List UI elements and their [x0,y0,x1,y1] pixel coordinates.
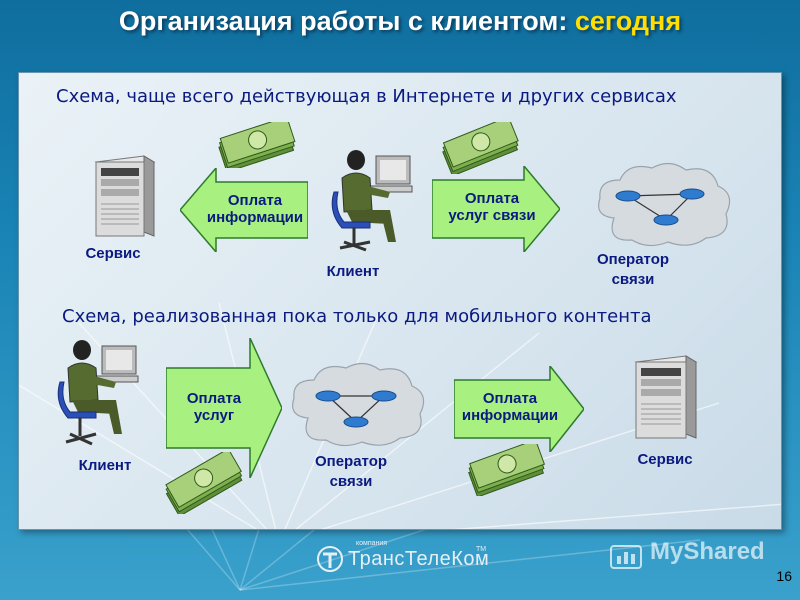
scheme1-client-label: Клиент [326,263,380,280]
scheme2-operator-label: Оператор связи [296,452,406,492]
scheme2-heading: Схема, реализованная пока только для моб… [62,306,652,327]
ttk-logo-icon [316,544,344,574]
logo-company-text: компания [356,540,388,547]
arrow-label-line2: информации [206,209,304,226]
network-cloud-icon [288,358,428,450]
client-user-icon [56,338,146,450]
network-cloud-icon [594,158,734,250]
title-main-text: Организация работы с клиентом: [118,6,575,36]
slide-title: Организация работы с клиентом: сегодня [0,6,800,37]
scheme2-service-label: Сервис [637,451,693,468]
page-number: 16 [776,568,792,584]
operator-label-line2: связи [611,271,655,288]
client-user-icon [330,148,420,256]
arrow-label-line1: Оплата [186,390,242,407]
server-icon [92,152,158,240]
money-icon [160,448,246,517]
operator-label-line1: Оператор [314,453,388,470]
arrow-label-line1: Оплата [482,390,538,407]
content-panel [18,72,782,530]
arrow-label-line1: Оплата [227,192,283,209]
payment-services-arrow: Оплата услуг [166,338,282,478]
money-icon [464,439,546,498]
arrow-label-line1: Оплата [464,190,520,207]
scheme2-client-label: Клиент [78,457,132,474]
logo-tm: TM [476,546,487,553]
arrow-label-line2: информации [461,407,559,424]
myshared-logo-icon [608,540,644,574]
money-icon [214,116,296,173]
logo-text: ТрансТелеКом [348,548,490,570]
arrow-label-line2: услуг [193,407,235,424]
scheme1-operator-label: Оператор связи [578,250,688,290]
operator-label-line1: Оператор [596,251,670,268]
money-icon [438,116,520,177]
scheme1-heading: Схема, чаще всего действующая в Интернет… [56,86,677,107]
arrow-label-line2: услуг связи [448,207,536,224]
title-accent-text: сегодня [574,6,682,36]
payment-info-arrow-right: Оплата информации [454,366,584,452]
operator-label-line2: связи [329,473,373,490]
scheme1-service-label: Сервис [85,245,141,262]
watermark-text: MyShared [650,538,765,565]
server-icon [632,352,700,442]
payment-info-arrow-left: Оплата информации [180,168,308,252]
payment-services-arrow-right: Оплата услуг связи [432,166,560,252]
